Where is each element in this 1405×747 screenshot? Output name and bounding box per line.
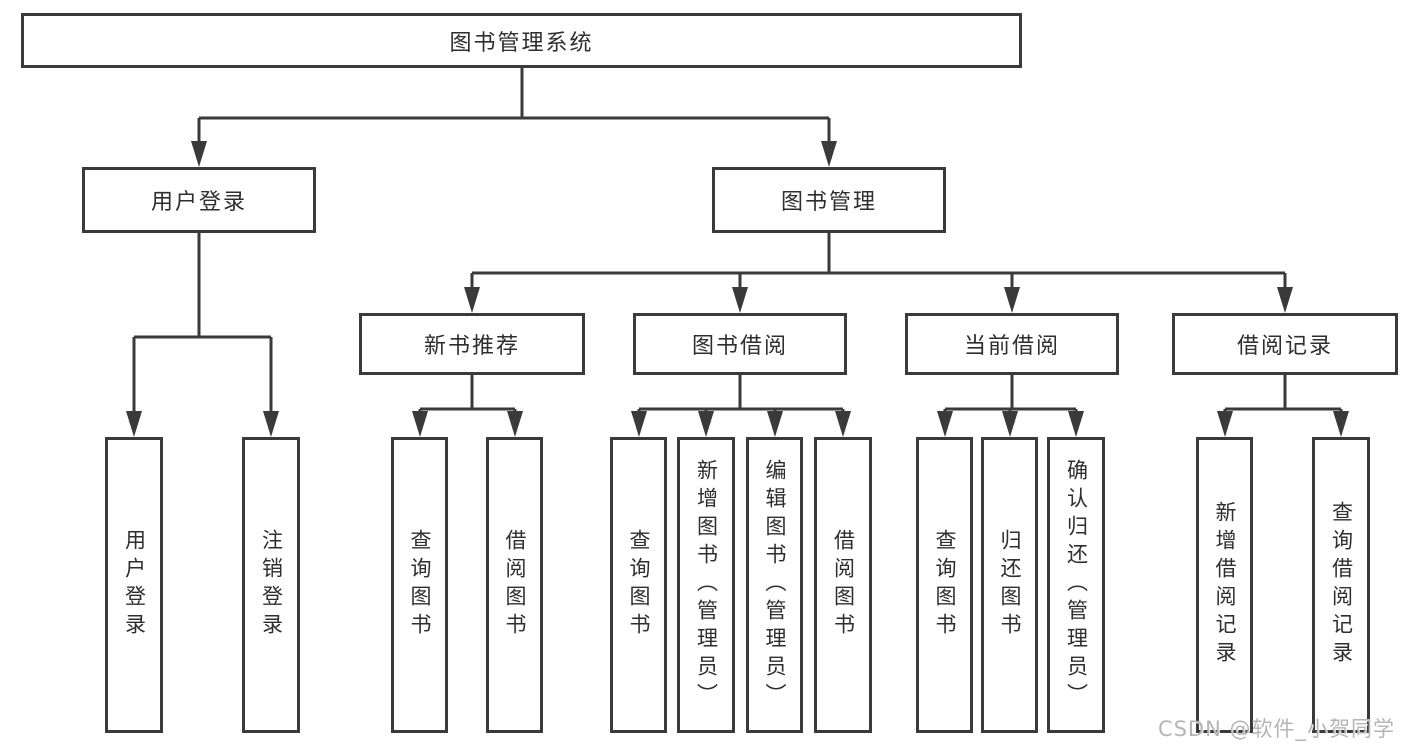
leaf-current-return-books: 归还图书 [981,437,1038,733]
leaf-current-query-books-label: 查询图书 [933,529,957,641]
leaf-recommend-query-books: 查询图书 [391,437,448,733]
leaf-records-add-record-label: 新增借阅记录 [1213,501,1237,669]
csdn-watermark: CSDN @软件_小贺同学 [1157,717,1395,741]
leaf-recommend-query-books-label: 查询图书 [408,529,432,641]
node-current-borrowing: 当前借阅 [905,313,1119,375]
node-borrowing-records: 借阅记录 [1172,313,1398,375]
leaf-borrowing-add-books-admin-label: 新增图书（管理员） [694,459,719,711]
node-book-management: 图书管理 [712,167,946,233]
leaf-current-confirm-return-admin-label: 确认归还（管理员） [1064,459,1089,711]
leaf-borrowing-edit-books-admin-label: 编辑图书（管理员） [763,459,787,711]
node-library-system: 图书管理系统 [21,13,1022,68]
node-user-login: 用户登录 [82,167,316,233]
leaf-borrowing-borrow-books-label: 借阅图书 [831,529,856,641]
node-book-borrowing: 图书借阅 [633,313,847,375]
leaf-records-query-record-label: 查询借阅记录 [1329,501,1354,669]
leaf-borrowing-edit-books-admin: 编辑图书（管理员） [746,437,803,733]
leaf-borrowing-query-books-label: 查询图书 [627,529,651,641]
leaf-borrowing-query-books: 查询图书 [610,437,667,733]
leaf-current-return-books-label: 归还图书 [998,529,1022,641]
leaf-recommend-borrow-books: 借阅图书 [486,437,543,733]
leaf-current-confirm-return-admin: 确认归还（管理员） [1047,437,1105,733]
leaf-records-add-record: 新增借阅记录 [1196,437,1253,733]
leaf-logout: 注销登录 [242,437,300,733]
leaf-recommend-borrow-books-label: 借阅图书 [503,529,527,641]
leaf-current-query-books: 查询图书 [916,437,973,733]
leaf-records-query-record: 查询借阅记录 [1312,437,1370,733]
leaf-logout-label: 注销登录 [259,529,284,641]
leaf-borrowing-borrow-books: 借阅图书 [814,437,872,733]
leaf-user-login: 用户登录 [105,437,163,733]
leaf-borrowing-add-books-admin: 新增图书（管理员） [677,437,735,733]
node-new-book-recommendation: 新书推荐 [359,313,585,375]
leaf-user-login-label: 用户登录 [122,529,147,641]
